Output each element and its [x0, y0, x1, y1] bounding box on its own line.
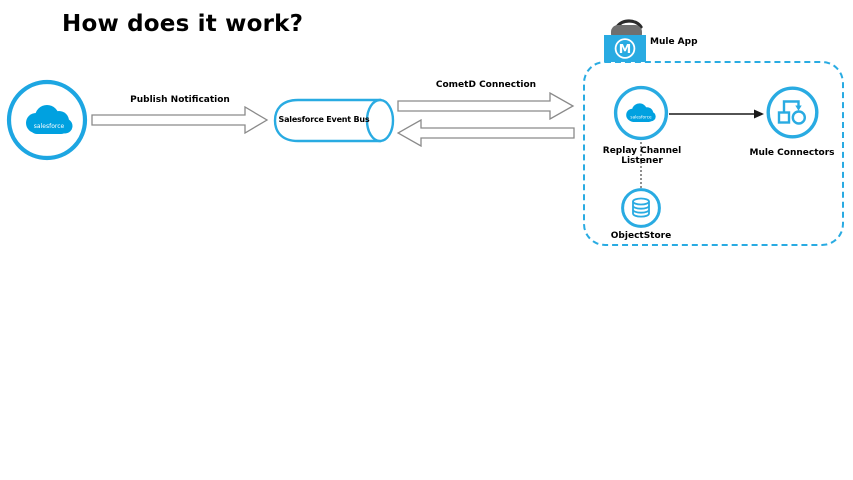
salesforce-wordmark: salesforce — [34, 123, 65, 130]
event-bus-cylinder-icon — [273, 98, 395, 143]
objectstore-label: ObjectStore — [610, 231, 672, 241]
mule-connectors-label: Mule Connectors — [749, 148, 835, 158]
cometd-connection-label: CometD Connection — [435, 80, 537, 90]
publish-notification-label: Publish Notification — [130, 95, 230, 105]
salesforce-cloud-icon-small: salesforce — [626, 103, 656, 122]
page-title: How does it work? — [62, 11, 304, 37]
package-icon — [611, 25, 642, 36]
replay-channel-listener-icon: salesforce — [613, 85, 669, 141]
salesforce-cloud-icon: salesforce — [26, 105, 73, 134]
mule-app-container — [583, 61, 844, 246]
mule-app-label: Mule App — [650, 37, 698, 47]
publish-notification-arrow-icon — [91, 106, 269, 134]
cometd-arrow-right-icon — [397, 92, 575, 120]
objectstore-database-icon — [621, 188, 661, 228]
salesforce-wordmark-small: salesforce — [630, 114, 652, 119]
dotted-link-line — [640, 142, 642, 188]
event-bus-label: Salesforce Event Bus — [278, 115, 370, 125]
mule-connectors-icon — [766, 86, 819, 139]
salesforce-logo-icon: salesforce — [6, 79, 88, 161]
replay-channel-listener-label: Replay Channel Listener — [602, 146, 682, 167]
flow-arrow-icon — [669, 109, 764, 119]
mulesoft-logo-icon: M — [604, 35, 646, 62]
cometd-arrow-left-icon — [397, 119, 575, 147]
mulesoft-logo-letter: M — [619, 41, 631, 56]
